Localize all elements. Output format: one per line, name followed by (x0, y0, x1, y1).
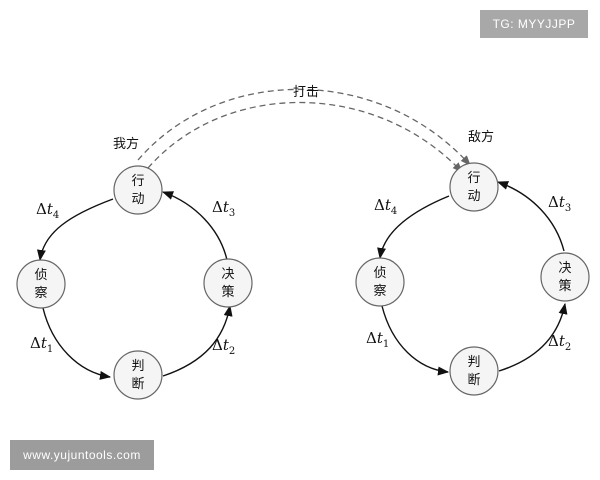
arrow-recon-to-judge (42, 307, 112, 380)
svg-text:动: 动 (467, 189, 480, 204)
enemy-cycle: 敌方 行 动 侦 察 判 断 决 策 (355, 129, 590, 396)
strike-arrow-outer (137, 88, 471, 166)
friendly-cycle: 我方 行 动 侦 察 判 断 决 策 (16, 136, 253, 400)
interval-label-t1: Δt1 (30, 334, 53, 355)
interval-label-t3: Δt3 (548, 193, 571, 214)
interval-label-t4: Δt4 (374, 196, 397, 217)
svg-text:侦: 侦 (34, 268, 47, 283)
svg-text:动: 动 (131, 192, 144, 207)
node-decide: 决 策 (203, 258, 253, 308)
arrow-judge-to-decide (162, 304, 233, 377)
interval-label-t4: Δt4 (36, 200, 59, 221)
arrow-judge-to-decide (498, 302, 568, 372)
interval-label-t2: Δt2 (548, 332, 571, 353)
friendly-side-label: 我方 (113, 136, 139, 152)
arrow-decide-to-act (161, 191, 228, 261)
enemy-side-label: 敌方 (468, 129, 494, 145)
node-decide: 决 策 (540, 252, 590, 302)
svg-text:行: 行 (131, 174, 144, 189)
interval-label-t2: Δt2 (212, 336, 235, 357)
svg-text:判: 判 (467, 355, 480, 370)
arrow-act-to-recon (36, 198, 114, 262)
watermark-badge-tg: TG: MYYJJPP (480, 10, 588, 38)
svg-text:察: 察 (373, 284, 386, 299)
node-act: 行 动 (113, 165, 163, 215)
svg-text:察: 察 (34, 286, 47, 301)
arrow-decide-to-act (496, 181, 565, 252)
svg-text:策: 策 (221, 284, 234, 300)
svg-text:断: 断 (131, 377, 144, 392)
strike-arrow-inner (147, 101, 463, 173)
node-recon: 侦 察 (355, 257, 405, 307)
svg-text:侦: 侦 (373, 266, 386, 281)
node-judge: 判 断 (449, 346, 499, 396)
watermark-badge-site: www.yujuntools.com (10, 440, 154, 470)
svg-text:决: 决 (558, 261, 571, 276)
node-act: 行 动 (449, 162, 499, 212)
node-recon: 侦 察 (16, 259, 66, 309)
svg-text:断: 断 (467, 373, 480, 388)
svg-text:行: 行 (467, 171, 480, 186)
arrow-recon-to-judge (381, 305, 450, 376)
svg-text:策: 策 (558, 278, 571, 294)
interval-label-t3: Δt3 (212, 198, 235, 219)
arrow-act-to-recon (377, 195, 450, 260)
interval-label-t1: Δt1 (366, 329, 389, 350)
node-judge: 判 断 (113, 350, 163, 400)
svg-text:判: 判 (131, 359, 144, 374)
strike-label: 打击 (293, 85, 319, 100)
svg-text:决: 决 (221, 267, 234, 282)
